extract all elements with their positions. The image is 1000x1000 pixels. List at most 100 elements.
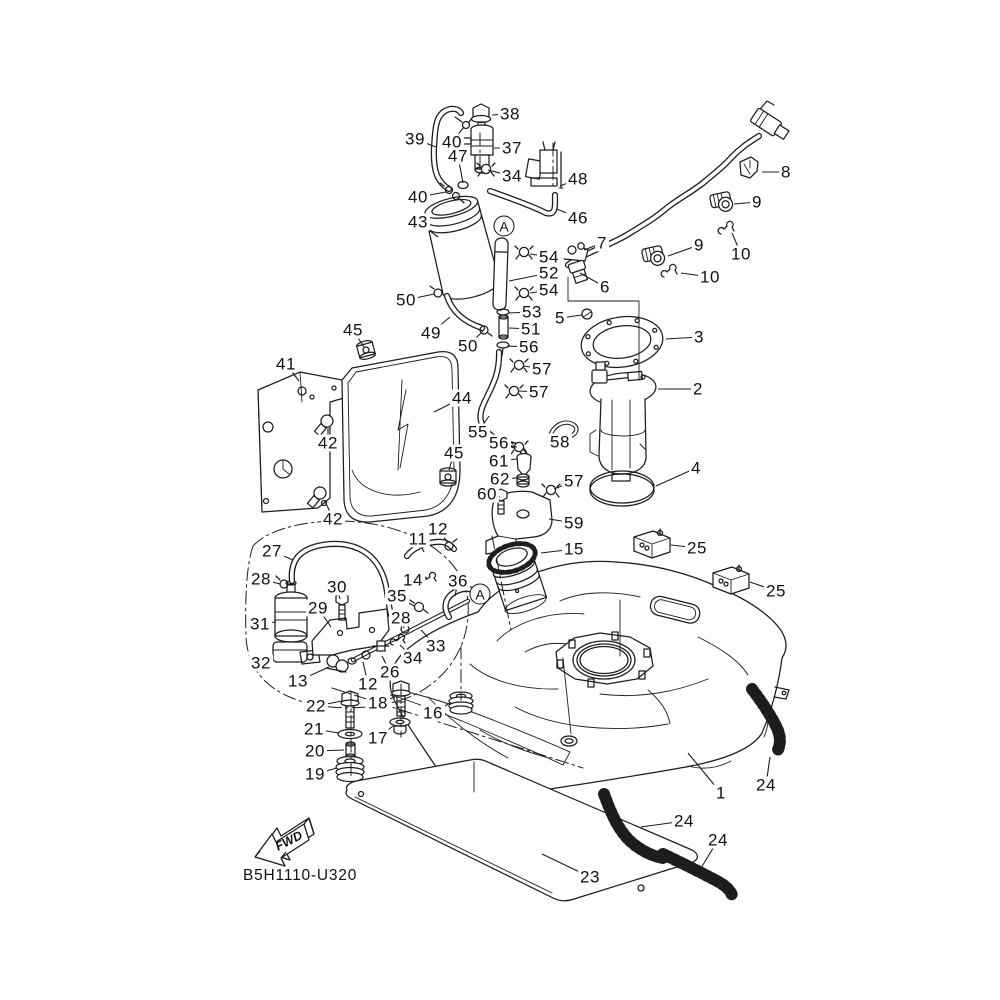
callout-58[interactable]: 58 [548, 432, 572, 452]
callout-11[interactable]: 11 [406, 529, 430, 549]
callout-43[interactable]: 43 [406, 212, 430, 232]
callout-42[interactable]: 42 [321, 509, 345, 529]
fuel-cap-15 [486, 541, 538, 575]
callout-56[interactable]: 56 [487, 433, 511, 453]
callout-62[interactable]: 62 [488, 469, 512, 489]
callout-20[interactable]: 20 [303, 741, 327, 761]
callout-60[interactable]: 60 [475, 484, 499, 504]
callout-28[interactable]: 28 [389, 608, 413, 628]
bolt-22 [340, 690, 360, 729]
wire-clip-10-upper [717, 220, 735, 235]
callout-18[interactable]: 18 [366, 693, 390, 713]
grommets-45 [356, 340, 457, 487]
callout-52[interactable]: 52 [537, 263, 561, 283]
callout-8[interactable]: 8 [779, 162, 793, 182]
callout-51[interactable]: 51 [519, 319, 543, 339]
diagram-code: B5H1110-U320 [243, 867, 358, 884]
callout-42[interactable]: 42 [316, 433, 340, 453]
view-marker-A: A [493, 215, 515, 237]
callout-24[interactable]: 24 [754, 775, 778, 795]
callout-12[interactable]: 12 [426, 519, 450, 539]
callout-46[interactable]: 46 [566, 208, 590, 228]
callout-39[interactable]: 39 [403, 129, 427, 149]
callout-40[interactable]: 40 [440, 132, 464, 152]
callout-28[interactable]: 28 [249, 569, 273, 589]
callout-41[interactable]: 41 [274, 354, 298, 374]
main-fuel-hose [564, 100, 790, 269]
callout-57[interactable]: 57 [562, 471, 586, 491]
callout-21[interactable]: 21 [302, 719, 326, 739]
callout-61[interactable]: 61 [487, 451, 511, 471]
grommet-19 [335, 755, 365, 783]
callout-30[interactable]: 30 [325, 577, 349, 597]
callout-1[interactable]: 1 [714, 783, 728, 803]
callout-34[interactable]: 34 [500, 166, 524, 186]
callout-9[interactable]: 9 [750, 192, 764, 212]
callout-17[interactable]: 17 [366, 728, 390, 748]
callout-56[interactable]: 56 [517, 337, 541, 357]
callout-3[interactable]: 3 [692, 327, 706, 347]
callout-10[interactable]: 10 [729, 244, 753, 264]
callout-53[interactable]: 53 [520, 302, 544, 322]
clamp-13 [325, 654, 349, 673]
callout-19[interactable]: 19 [303, 764, 327, 784]
rollover-valve-37 [462, 124, 494, 174]
hose-46 [486, 187, 559, 217]
callout-22[interactable]: 22 [304, 696, 328, 716]
callout-12[interactable]: 12 [356, 674, 380, 694]
callout-50[interactable]: 50 [456, 336, 480, 356]
callout-37[interactable]: 37 [500, 138, 524, 158]
callout-55[interactable]: 55 [466, 422, 490, 442]
mounting-ring-3 [580, 315, 664, 369]
callout-47[interactable]: 47 [446, 146, 470, 166]
callout-57[interactable]: 57 [530, 359, 554, 379]
bolt-5 [581, 308, 593, 320]
callout-10[interactable]: 10 [698, 267, 722, 287]
callout-38[interactable]: 38 [498, 104, 522, 124]
callout-33[interactable]: 33 [424, 636, 448, 656]
callout-7[interactable]: 7 [595, 233, 609, 253]
canister [424, 195, 501, 300]
callout-16[interactable]: 16 [421, 703, 445, 723]
callout-25[interactable]: 25 [764, 581, 788, 601]
callout-5[interactable]: 5 [553, 308, 567, 328]
callout-29[interactable]: 29 [306, 598, 330, 618]
callout-4[interactable]: 4 [689, 458, 703, 478]
callout-57[interactable]: 57 [527, 382, 551, 402]
callout-24[interactable]: 24 [672, 811, 696, 831]
callout-26[interactable]: 26 [378, 662, 402, 682]
callout-32[interactable]: 32 [249, 653, 273, 673]
callout-45[interactable]: 45 [442, 443, 466, 463]
callout-25[interactable]: 25 [685, 538, 709, 558]
callout-45[interactable]: 45 [341, 320, 365, 340]
callout-50[interactable]: 50 [394, 290, 418, 310]
callout-40[interactable]: 40 [406, 187, 430, 207]
callout-54[interactable]: 54 [537, 247, 561, 267]
callout-35[interactable]: 35 [385, 586, 409, 606]
callout-27[interactable]: 27 [260, 541, 284, 561]
callout-34[interactable]: 34 [401, 648, 425, 668]
callout-49[interactable]: 49 [419, 323, 443, 343]
callout-24[interactable]: 24 [706, 830, 730, 850]
callout-13[interactable]: 13 [286, 671, 310, 691]
bracket-59 [485, 490, 553, 555]
callout-14[interactable]: 14 [401, 570, 425, 590]
callout-59[interactable]: 59 [562, 513, 586, 533]
callout-2[interactable]: 2 [691, 379, 705, 399]
filler-axis [491, 535, 512, 631]
bolts-42 [306, 414, 334, 509]
check-valve-61-62 [516, 452, 532, 488]
callout-36[interactable]: 36 [446, 571, 470, 591]
callout-23[interactable]: 23 [578, 867, 602, 887]
callout-9[interactable]: 9 [692, 235, 706, 255]
callout-44[interactable]: 44 [450, 388, 474, 408]
callout-54[interactable]: 54 [537, 280, 561, 300]
callout-15[interactable]: 15 [562, 539, 586, 559]
wire-clip-10-lower [660, 263, 678, 278]
callout-31[interactable]: 31 [248, 614, 272, 634]
callout-48[interactable]: 48 [566, 169, 590, 189]
joint-51-53-56 [496, 308, 510, 357]
callout-6[interactable]: 6 [598, 277, 612, 297]
washer-21 [337, 728, 363, 740]
